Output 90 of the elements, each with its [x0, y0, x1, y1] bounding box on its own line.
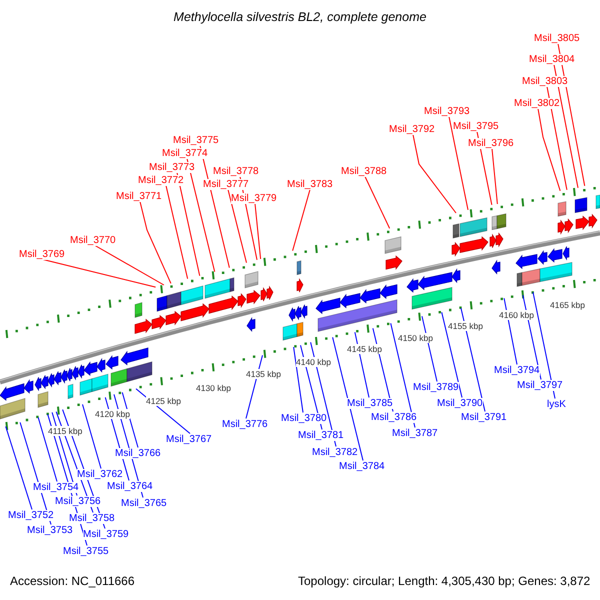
gene-label: Msil_3804 — [529, 54, 575, 64]
gene-label: Msil_3784 — [339, 460, 385, 472]
gene-label: Msil_3797 — [517, 380, 563, 390]
leader-line — [186, 158, 216, 272]
leader-line — [94, 245, 164, 286]
scale-label: 4115 kbp — [48, 426, 82, 436]
gene-label: Msil_3793 — [424, 106, 470, 116]
gene-label: Msil_3787 — [392, 428, 438, 438]
leader-line — [448, 116, 468, 210]
gene-label: Msil_3790 — [437, 398, 483, 408]
scale-label: 4160 kbp — [499, 310, 534, 320]
leader-line — [546, 86, 568, 190]
scale-label: 4135 kbp — [246, 369, 281, 379]
gene-label: Msil_3774 — [162, 148, 208, 158]
gene-label: Msil_3765 — [121, 498, 167, 508]
leader-line — [240, 176, 258, 260]
gene-label: Msil_3764 — [107, 480, 153, 492]
leader-line — [354, 332, 370, 398]
leader-line — [176, 172, 200, 276]
gene-label: Msil_3781 — [298, 430, 344, 440]
gene-label: Msil_3772 — [138, 174, 184, 186]
gene-label: Msil_3796 — [468, 138, 514, 148]
gene-label: Msil_3803 — [522, 76, 568, 86]
leader-line — [538, 108, 561, 192]
gene-label: Msil_3759 — [83, 528, 129, 540]
gene-label: Msil_3775 — [173, 134, 219, 146]
gene-label: Msil_3755 — [63, 546, 109, 556]
leader-line — [42, 259, 156, 288]
scale-label: 4140 kbp — [296, 357, 331, 367]
leader-line — [292, 189, 310, 252]
gene-label: Msil_3753 — [27, 524, 73, 536]
leader-line — [441, 312, 462, 398]
gene-label: Msil_3762 — [77, 468, 123, 480]
gene-label: Msil_3767 — [166, 434, 212, 444]
gene-label: Msil_3766 — [115, 448, 161, 458]
leader-line — [460, 308, 486, 412]
leader-line — [332, 336, 364, 461]
leader-line — [532, 292, 556, 399]
gene-label: Msil_3794 — [494, 364, 540, 376]
leader-line — [364, 176, 390, 229]
scale-label: 4150 kbp — [398, 333, 433, 343]
leader-line — [492, 148, 498, 204]
gene-label: Msil_3754 — [33, 482, 79, 492]
gene-label: Msil_3769 — [19, 248, 65, 260]
leader-line — [200, 145, 230, 268]
scale-label: 4165 kbp — [550, 300, 585, 310]
leader-line — [228, 189, 247, 264]
leader-line — [166, 185, 188, 280]
leader-line — [254, 203, 262, 260]
leader-line — [554, 64, 578, 188]
leader-line — [38, 416, 58, 482]
gene-label: Msil_3805 — [534, 32, 580, 44]
gene-label: Msil_3795 — [453, 120, 499, 132]
gene-label: Msil_3785 — [347, 398, 393, 408]
leader-line — [390, 322, 416, 428]
gene-label: Msil_3779 — [231, 192, 277, 204]
gene-label: Msil_3792 — [389, 124, 435, 134]
leader-line — [412, 134, 456, 214]
scale-label: 4125 kbp — [146, 396, 181, 406]
scale-label: 4155 kbp — [448, 321, 483, 331]
gene-label: lysK — [547, 398, 566, 410]
gene-label: Msil_3770 — [70, 234, 116, 246]
gene-label: Msil_3791 — [461, 412, 507, 422]
gene-label: Msil_3773 — [149, 162, 195, 172]
gene-label: Msil_3782 — [312, 446, 358, 458]
leader-line — [293, 346, 304, 413]
gene-label: Msil_3777 — [203, 178, 249, 190]
leader-line — [5, 426, 32, 510]
gene-label: Msil_3771 — [116, 190, 162, 202]
gene-label: Msil_3758 — [69, 512, 115, 524]
title: Methylocella silvestris BL2, complete genome — [172, 10, 428, 25]
scale-label: 4130 kbp — [196, 383, 231, 393]
gene-label: Msil_3752 — [8, 510, 54, 520]
gene-label: Msil_3780 — [281, 412, 327, 424]
leader-line — [476, 131, 492, 206]
gene-label: Msil_3802 — [514, 98, 560, 108]
leader-line — [82, 404, 102, 469]
footer-text: Topology: circular; Length: 4,305,430 bp; Genes: 3,872 — [298, 574, 590, 588]
gene-label: Msil_3776 — [222, 418, 268, 430]
gene-label: Msil_3756 — [55, 496, 101, 506]
leader-line — [140, 201, 172, 284]
leader-line — [558, 43, 586, 186]
scale-label: 4120 kbp — [95, 409, 130, 419]
gene-label: Msil_3788 — [341, 166, 387, 176]
scale-label: 4145 kbp — [347, 344, 382, 354]
footer-text: Accession: NC_011666 — [10, 574, 135, 588]
gene-label: Msil_3789 — [413, 382, 459, 392]
gene-label: Msil_3778 — [213, 166, 259, 176]
gene-label: Msil_3786 — [371, 412, 417, 422]
gene-label: Msil_3783 — [287, 178, 333, 190]
